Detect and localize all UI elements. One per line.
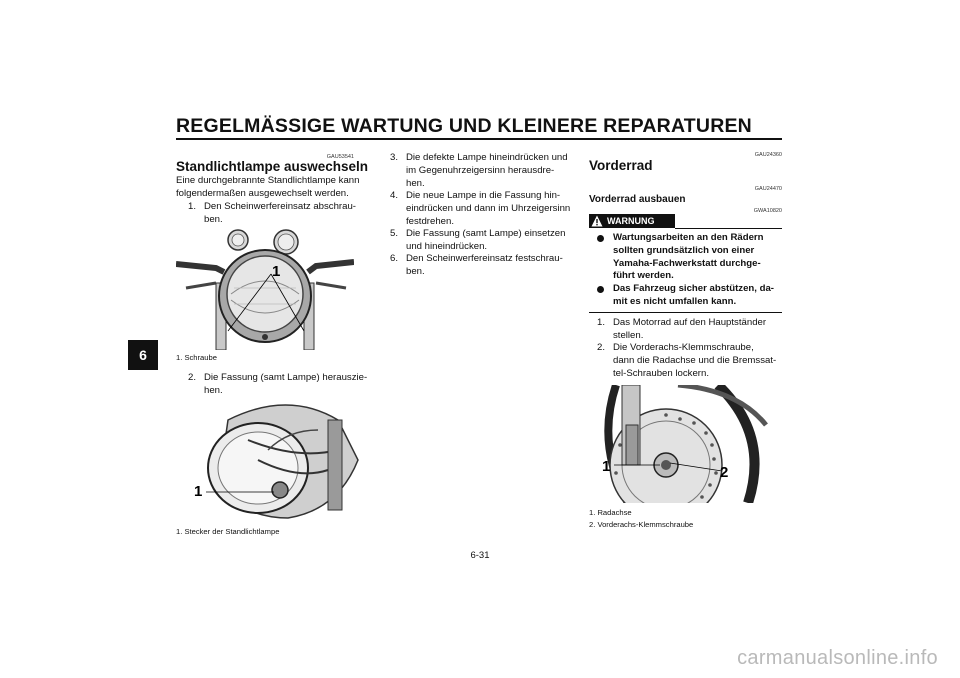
step-text-line: stellen.	[613, 329, 644, 341]
step-number: 6.	[390, 253, 399, 264]
warning-top-rule	[675, 228, 782, 229]
watermark: carmanualsonline.info	[737, 647, 938, 669]
bullet-dot-icon	[597, 286, 604, 293]
warning-triangle-icon	[591, 215, 603, 227]
step-text-line: hen.	[406, 177, 425, 189]
figure3-caption-2: 2. Vorderachs-Klemmschraube	[589, 520, 694, 529]
page-number: 6-31	[470, 550, 490, 561]
front-wheel-photo: 1 2	[598, 385, 770, 503]
header-rule	[176, 138, 782, 140]
step-text-line: tel-Schrauben lockern.	[613, 367, 709, 379]
warning-bottom-rule	[589, 312, 782, 313]
figure1-callout: 1	[272, 263, 280, 280]
intro-line-1: Eine durchgebrannte Standlichtlampe kann	[176, 175, 360, 186]
step-number: 1.	[188, 201, 197, 212]
warning-text-line: Das Fahrzeug sicher abstützen, da-	[613, 283, 774, 294]
step-number: 2.	[597, 342, 606, 353]
warning-text-line: führt werden.	[613, 270, 674, 282]
warning-code: GWA10820	[753, 208, 782, 214]
figure1-caption: 1. Schraube	[176, 353, 217, 362]
warning-label: WARNUNG	[607, 216, 655, 226]
step-text-line: Die Fassung (samt Lampe) herauszie-	[204, 372, 368, 383]
warning-text-line: Wartungsarbeiten an den Rädern	[613, 232, 764, 243]
step-text-line: Den Scheinwerfereinsatz festschrau-	[406, 253, 563, 264]
warning-text-line: Yamaha-Fachwerkstatt durchge-	[613, 257, 761, 269]
intro-line-2: folgendermaßen ausgewechselt werden.	[176, 188, 349, 199]
step-text-line: Die neue Lampe in die Fassung hin-	[406, 190, 561, 201]
bullet-dot-icon	[597, 235, 604, 242]
headlight-screw-photo: 1	[176, 228, 354, 350]
step-text-line: Die defekte Lampe hineindrücken und	[406, 152, 568, 163]
step-text-line: ben.	[406, 265, 425, 277]
section-title: Vorderrad	[589, 158, 653, 173]
step-text-line: eindrücken und dann im Uhrzeigersinn	[406, 202, 571, 214]
step-text-line: festdrehen.	[406, 215, 455, 227]
subsection-code: GAU24470	[754, 186, 782, 192]
step-number: 1.	[597, 317, 606, 328]
figure3-callout-2: 2	[720, 464, 728, 481]
section-code: GAU53541	[326, 154, 354, 160]
step-text-line: Die Fassung (samt Lampe) einsetzen	[406, 228, 566, 239]
step-number: 2.	[188, 372, 197, 383]
position-light-socket-photo: 1	[188, 400, 364, 522]
page-header-title: REGELMÄSSIGE WARTUNG UND KLEINERE REPARA…	[176, 115, 752, 137]
section-title: Standlichtlampe auswechseln	[176, 159, 369, 174]
step-text-line: hen.	[204, 384, 223, 396]
step-text-line: im Gegenuhrzeigersinn herausdre-	[406, 164, 555, 176]
figure3-caption-1: 1. Radachse	[589, 508, 632, 517]
warning-label-box: WARNUNG	[589, 214, 675, 228]
step-text-line: Den Scheinwerfereinsatz abschrau-	[204, 201, 356, 212]
step-number: 5.	[390, 228, 399, 239]
step-text-line: und hineindrücken.	[406, 240, 488, 252]
step-text-line: dann die Radachse und die Bremssat-	[613, 354, 777, 366]
step-number: 3.	[390, 152, 399, 163]
step-text-line: Das Motorrad auf den Hauptständer	[613, 317, 767, 328]
subsection-title: Vorderrad ausbauen	[589, 194, 686, 205]
section-code: GAU24360	[754, 152, 782, 158]
step-text-line: ben.	[204, 213, 223, 225]
warning-text-line: sollten grundsätzlich von einer	[613, 244, 755, 256]
figure2-callout: 1	[194, 483, 202, 500]
step-number: 4.	[390, 190, 399, 201]
chapter-tab: 6	[128, 340, 158, 370]
step-text-line: Die Vorderachs-Klemmschraube,	[613, 342, 754, 353]
figure2-caption: 1. Stecker der Standlichtlampe	[176, 527, 280, 536]
figure3-callout-1: 1	[602, 458, 610, 475]
warning-text-line: mit es nicht umfallen kann.	[613, 295, 737, 307]
